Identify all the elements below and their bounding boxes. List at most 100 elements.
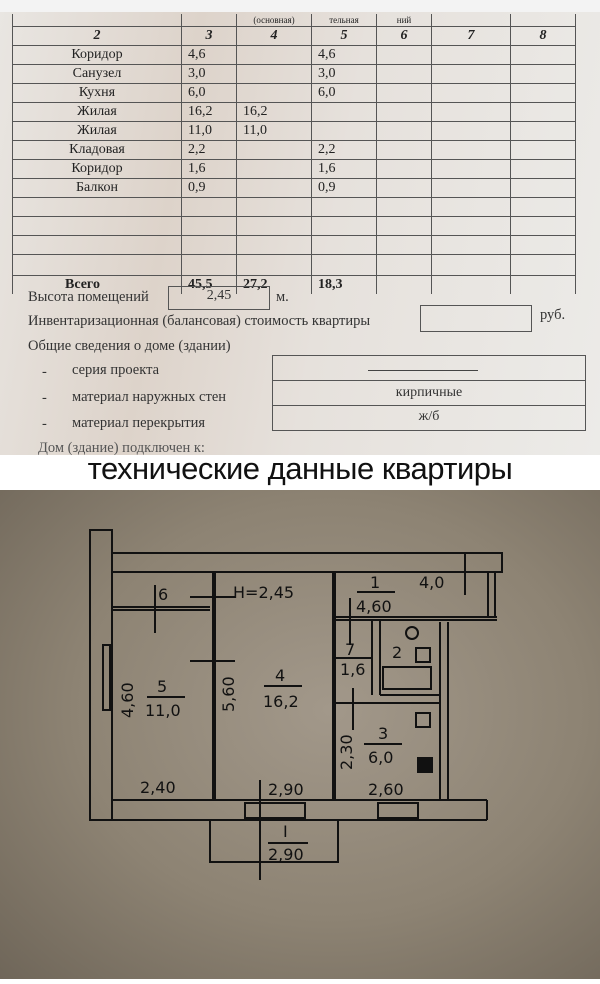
- empty-cell: [510, 45, 576, 65]
- empty-cell: [431, 45, 511, 65]
- empty-cell: [431, 83, 511, 103]
- floor-plan-photo: 6 H=2,45 1 4,60 4,0 2 7 1,6 5 11,0 4 16,…: [0, 490, 600, 979]
- empty-cell: [510, 140, 576, 160]
- main-area: 16,2: [236, 102, 312, 122]
- empty-cell: [431, 121, 511, 141]
- room-name: Санузел: [12, 64, 182, 84]
- room-name: Кладовая: [12, 140, 182, 160]
- room-area: 0,9: [181, 178, 237, 198]
- cost-value: [420, 305, 532, 332]
- aux-area: 4,6: [311, 45, 377, 65]
- empty-cell: [510, 64, 576, 84]
- col-num: 7: [431, 26, 511, 46]
- bullet-dash: -: [42, 364, 47, 380]
- floor-label: материал перекрытия: [72, 415, 206, 431]
- house-info-box: кирпичные ж/б: [272, 355, 586, 431]
- room-name: Жилая: [12, 121, 182, 141]
- col-header-main: (основная): [236, 14, 312, 27]
- total-label: Всего: [12, 275, 182, 294]
- empty-cell: [431, 102, 511, 122]
- room-4-number: 4: [275, 666, 285, 685]
- ceiling-height: H=2,45: [233, 583, 294, 602]
- room-3-area: 6,0: [368, 748, 393, 767]
- empty-row: [12, 235, 576, 255]
- room-1-area: 4,60: [356, 597, 392, 616]
- room-area: 11,0: [181, 121, 237, 141]
- height-value: 2,45: [168, 286, 270, 310]
- room-area-table: (основная) тельная ний 2 3 4 5 6 7 8 Кор…: [12, 14, 576, 294]
- empty-cell: [510, 178, 576, 198]
- total-row: Всего 45,5 27,2 18,3: [12, 275, 576, 294]
- table-header-fragments: (основная) тельная ний: [12, 14, 576, 27]
- room-4-width: 2,90: [268, 780, 304, 799]
- empty-cell: [376, 64, 432, 84]
- walls-label: материал наружных стен: [72, 389, 227, 405]
- empty-row: [12, 197, 576, 217]
- col-header-aux: тельная: [311, 14, 377, 27]
- empty-cell: [376, 159, 432, 179]
- empty-cell: [510, 159, 576, 179]
- balcony-number: I: [283, 822, 288, 841]
- col-num: 4: [236, 26, 312, 46]
- col-num: 2: [12, 26, 182, 46]
- main-area: [236, 45, 312, 65]
- vent-icon: [417, 757, 433, 773]
- aux-area: 1,6: [311, 159, 377, 179]
- balcony-area: 2,90: [268, 845, 304, 864]
- empty-row: [12, 254, 576, 276]
- bullet-dash: -: [42, 416, 47, 432]
- room-1-number: 1: [370, 573, 380, 592]
- empty-cell: [376, 83, 432, 103]
- house-label: Общие сведения о доме (здании): [28, 338, 231, 354]
- room-name: Коридор: [12, 45, 182, 65]
- series-blank-line: [368, 370, 478, 371]
- aux-area: 2,2: [311, 140, 377, 160]
- height-label: Высота помещений: [28, 289, 149, 305]
- aux-area: 6,0: [311, 83, 377, 103]
- main-area: [236, 178, 312, 198]
- room-area: 6,0: [181, 83, 237, 103]
- room-name: Кухня: [12, 83, 182, 103]
- column-numbers-row: 2 3 4 5 6 7 8: [12, 26, 576, 46]
- empty-cell: [376, 121, 432, 141]
- col-num: 3: [181, 26, 237, 46]
- kitchen-length: 2,30: [337, 734, 356, 770]
- sink-icon: [415, 647, 431, 663]
- room-4-area: 16,2: [263, 692, 299, 711]
- col-num: 8: [510, 26, 576, 46]
- main-area: [236, 159, 312, 179]
- aux-area: 0,9: [311, 178, 377, 198]
- empty-cell: [376, 178, 432, 198]
- main-area: [236, 64, 312, 84]
- col-num: 5: [311, 26, 377, 46]
- room-area: 1,6: [181, 159, 237, 179]
- passport-page: (основная) тельная ний 2 3 4 5 6 7 8 Кор…: [0, 0, 600, 456]
- room-5-number: 5: [157, 677, 167, 696]
- room-name: Балкон: [12, 178, 182, 198]
- room-5-length: 4,60: [118, 682, 137, 718]
- series-label: серия проекта: [72, 362, 160, 378]
- main-area: 11,0: [236, 121, 312, 141]
- stove-icon: [415, 712, 431, 728]
- room-area: 16,2: [181, 102, 237, 122]
- empty-cell: [431, 64, 511, 84]
- room-area: 3,0: [181, 64, 237, 84]
- empty-cell: [431, 159, 511, 179]
- room-5-area: 11,0: [145, 701, 181, 720]
- empty-cell: [431, 140, 511, 160]
- connected-label: Дом (здание) подключен к:: [38, 440, 205, 456]
- top-wall: [111, 552, 503, 573]
- floor-plan: 6 H=2,45 1 4,60 4,0 2 7 1,6 5 11,0 4 16,…: [89, 529, 503, 880]
- empty-cell: [510, 121, 576, 141]
- toilet-icon: [405, 626, 419, 640]
- room-5-width: 2,40: [140, 778, 176, 797]
- floor-value: ж/б: [418, 409, 440, 424]
- series-value: [273, 356, 585, 381]
- total-main: 27,2: [236, 275, 312, 294]
- cost-unit: руб.: [540, 307, 566, 323]
